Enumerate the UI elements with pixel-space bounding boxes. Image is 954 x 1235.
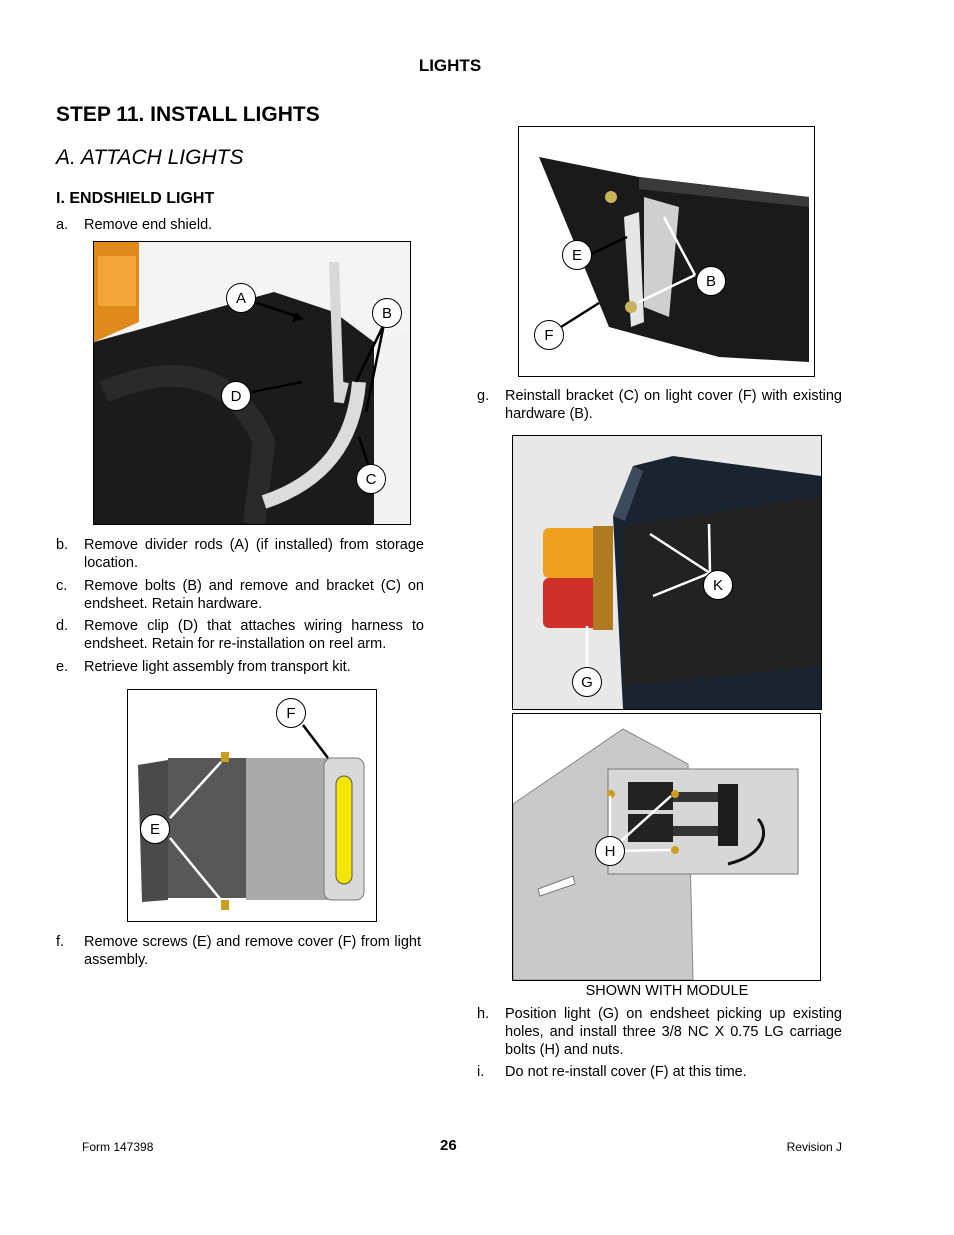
subsection-title: A. ATTACH LIGHTS xyxy=(56,146,244,169)
step-e: e. Retrieve light assembly from transpor… xyxy=(56,659,351,675)
step-i: i. Do not re-install cover (F) at this t… xyxy=(477,1064,747,1080)
page-header: LIGHTS xyxy=(418,56,482,75)
light-endsheet-photo: K G xyxy=(512,435,822,710)
step-title: STEP 11. INSTALL LIGHTS xyxy=(56,103,320,126)
step-c: c. Remove bolts (B) and remove and brack… xyxy=(56,578,424,612)
callout-h: H xyxy=(595,836,625,866)
step-b: b. Remove divider rods (A) (if installed… xyxy=(56,537,424,571)
bracket-cover-photo: E B F xyxy=(518,126,815,377)
callout-b: B xyxy=(696,266,726,296)
callout-f: F xyxy=(276,698,306,728)
callout-c: C xyxy=(356,464,386,494)
footer-revision: Revision J xyxy=(786,1140,842,1154)
callout-d: D xyxy=(221,381,251,411)
light-assembly-drawing: F E xyxy=(127,689,377,922)
callout-b: B xyxy=(372,298,402,328)
step-g: g. Reinstall bracket (C) on light cover … xyxy=(477,388,842,422)
callout-g: G xyxy=(572,667,602,697)
endshield-photo: A B D C xyxy=(93,241,411,525)
module-drawing: H xyxy=(512,713,821,981)
callout-e: E xyxy=(140,814,170,844)
step-d: d. Remove clip (D) that attaches wiring … xyxy=(56,618,424,652)
page-number: 26 xyxy=(440,1137,457,1154)
footer-form: Form 147398 xyxy=(82,1140,154,1154)
section-title: I. ENDSHIELD LIGHT xyxy=(56,190,215,207)
callout-a: A xyxy=(226,283,256,313)
step-a: a. Remove end shield. xyxy=(56,217,213,233)
step-f: f. Remove screws (E) and remove cover (F… xyxy=(56,934,421,968)
step-h: h. Position light (G) on endsheet pickin… xyxy=(477,1006,842,1058)
callout-f: F xyxy=(534,320,564,350)
callout-e: E xyxy=(562,240,592,270)
figure-caption: SHOWN WITH MODULE xyxy=(585,983,749,999)
callout-k: K xyxy=(703,570,733,600)
